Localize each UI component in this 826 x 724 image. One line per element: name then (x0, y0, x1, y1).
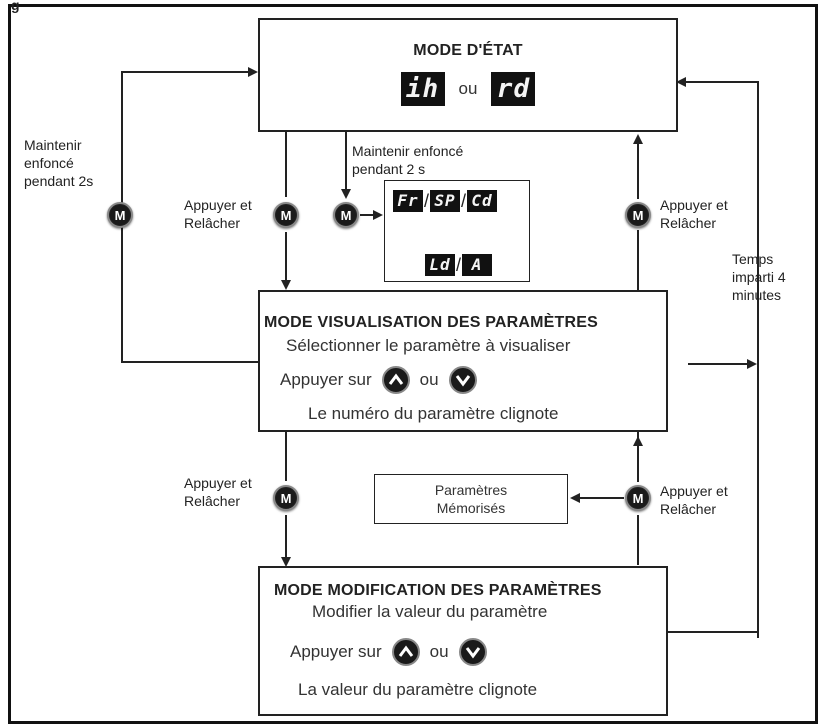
view-mode-press-prefix: Appuyer sur (280, 370, 372, 389)
press-release-right-bottom: Appuyer et Relâcher (660, 483, 728, 517)
edit-mode-line3: La valeur du paramètre clignote (298, 680, 538, 699)
down-button-view[interactable] (448, 366, 477, 394)
up-button-edit[interactable] (391, 638, 420, 666)
chevron-up-icon (398, 645, 413, 657)
status-mode-title: MODE D'ÉTAT (413, 42, 523, 59)
saved-params-label: Paramètres Mémorisés (434, 482, 508, 516)
saved-params-box: Paramètres Mémorisés (374, 474, 568, 524)
panel-display-fr: Fr (393, 190, 423, 212)
hold-label-center: Maintenir enfoncé pendant 2 s (352, 143, 464, 177)
mode-button-top-right[interactable]: M (625, 202, 651, 228)
press-release-right-top: Appuyer et Relâcher (660, 197, 728, 231)
panel-display-ld: Ld (425, 254, 455, 276)
edit-mode-connector: ou (429, 642, 449, 661)
status-display-left: ih (400, 72, 445, 106)
press-release-left-top: Appuyer et Relâcher (184, 197, 252, 231)
press-release-left-bottom: Appuyer et Relâcher (184, 475, 252, 509)
panel-display-cd: Cd (467, 190, 498, 212)
mode-button-left-top[interactable]: M (107, 202, 133, 228)
edit-mode-title: MODE MODIFICATION DES PARAMÈTRES (274, 582, 602, 599)
status-connector: ou (458, 79, 478, 98)
mode-button-bottom-right[interactable]: M (625, 485, 651, 511)
up-button-view[interactable] (381, 366, 410, 394)
view-mode-connector: ou (419, 370, 439, 389)
panel-display-a: A (462, 254, 493, 276)
mode-button-top-center[interactable]: M (333, 202, 359, 228)
view-mode-line1: Sélectionner le paramètre à visualiser (286, 336, 571, 355)
edit-mode-line1: Modifier la valeur du paramètre (312, 602, 548, 621)
status-display-right: rd (491, 72, 536, 106)
view-mode-title: MODE VISUALISATION DES PARAMÈTRES (264, 314, 599, 331)
edit-mode-box: MODE MODIFICATION DES PARAMÈTRES Modifie… (258, 566, 668, 716)
chevron-down-icon (465, 647, 480, 659)
chevron-down-icon (455, 375, 470, 387)
mode-button-bottom-left[interactable]: M (273, 485, 299, 511)
mode-button-top-left[interactable]: M (273, 202, 299, 228)
chevron-up-icon (388, 373, 403, 385)
view-mode-box: MODE VISUALISATION DES PARAMÈTRES Sélect… (258, 290, 668, 432)
figure-label: g (11, 0, 20, 13)
display-panel: Fr/SP/Cd Ld/A (384, 180, 530, 282)
down-button-edit[interactable] (458, 638, 487, 666)
edit-mode-press-prefix: Appuyer sur (290, 642, 382, 661)
hold-label-left: Maintenir enfoncé pendant 2s (24, 137, 94, 189)
timeout-label: Temps imparti 4 minutes (732, 251, 786, 303)
view-mode-line3: Le numéro du paramètre clignote (308, 404, 559, 423)
panel-display-sp: SP (430, 190, 461, 212)
status-mode-box: MODE D'ÉTAT ih ou rd (258, 18, 678, 132)
